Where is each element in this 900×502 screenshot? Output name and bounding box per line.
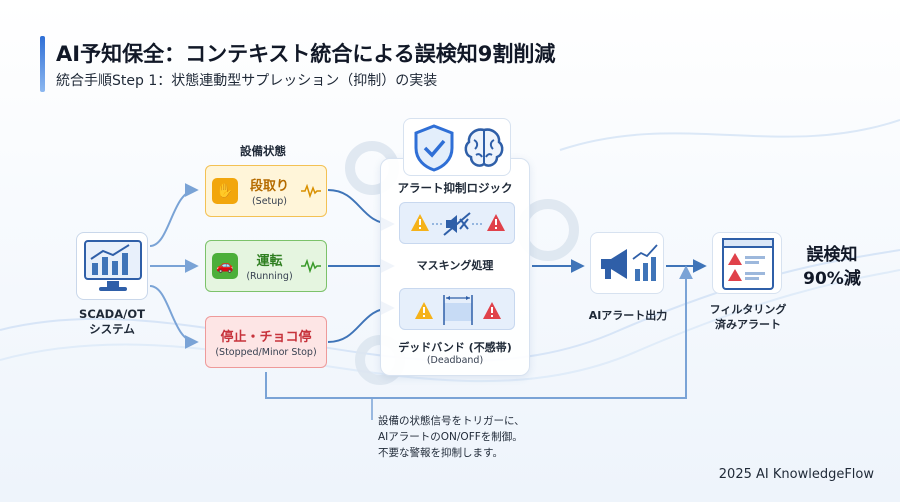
result-highlight: 誤検知 90%減 <box>803 245 861 289</box>
state-running-en: (Running) <box>246 271 293 282</box>
warning-icon <box>411 214 429 231</box>
masking-box <box>399 202 515 244</box>
title-accent-bar <box>40 36 45 92</box>
hand-tool-icon: ✋ <box>212 178 238 204</box>
explanation-note: 設備の状態信号をトリガーに、 AIアラートのON/OFFを制御。 不要な警報を抑… <box>378 415 525 459</box>
states-heading: 設備状態 <box>240 144 286 158</box>
monitor-chart-icon <box>84 240 142 291</box>
megaphone-chart-icon <box>601 244 658 281</box>
brain-icon <box>464 128 504 167</box>
alert-window-icon <box>722 238 774 290</box>
alert-icon <box>483 302 501 319</box>
logic-title: アラート抑制ロジック <box>397 181 513 195</box>
signal-wave-icon <box>301 259 321 273</box>
state-stopped-jp: 停止・チョコ停 <box>220 330 312 345</box>
deadband-range-icon <box>443 295 473 325</box>
logic-icon-header <box>403 118 511 176</box>
mute-speaker-icon <box>443 212 471 236</box>
alert-icon <box>487 214 505 231</box>
state-stopped: 停止・チョコ停 (Stopped/Minor Stop) <box>205 316 327 368</box>
car-icon: 🚗 <box>212 253 238 279</box>
masking-icons <box>411 212 505 236</box>
suppression-logic-panel <box>380 158 530 376</box>
warning-icon <box>415 302 433 319</box>
deadband-icons <box>415 295 501 325</box>
signal-wave-icon <box>301 184 321 198</box>
masking-label: マスキング処理 <box>416 259 494 272</box>
state-setup: ✋ 段取り (Setup) <box>205 165 327 217</box>
shield-check-icon <box>414 124 454 172</box>
filtered-alert-label: フィルタリング 済みアラート <box>709 303 787 331</box>
ai-alert-box <box>590 232 664 294</box>
state-running-jp: 運転 <box>256 254 283 269</box>
deadband-label: デッドバンド (不感帯) <box>398 341 512 354</box>
deadband-box <box>399 288 515 330</box>
page-title: AI予知保全：コンテキスト統合による誤検知9割削減 <box>56 42 556 66</box>
deadband-en-label: (Deadband) <box>426 355 484 366</box>
page-subtitle: 統合手順Step 1：状態連動型サプレッション（抑制）の実装 <box>56 73 438 89</box>
state-running: 🚗 運転 (Running) <box>205 240 327 292</box>
state-setup-en: (Setup) <box>251 196 288 207</box>
footer-credit: 2025 AI KnowledgeFlow <box>718 467 874 482</box>
state-setup-jp: 段取り <box>249 179 289 194</box>
ai-alert-label: AIアラート出力 <box>588 309 668 322</box>
filtered-alert-box <box>712 232 782 294</box>
scada-label: SCADA/OT システム <box>79 307 145 336</box>
state-stopped-en: (Stopped/Minor Stop) <box>215 347 317 358</box>
scada-monitor <box>76 232 148 300</box>
